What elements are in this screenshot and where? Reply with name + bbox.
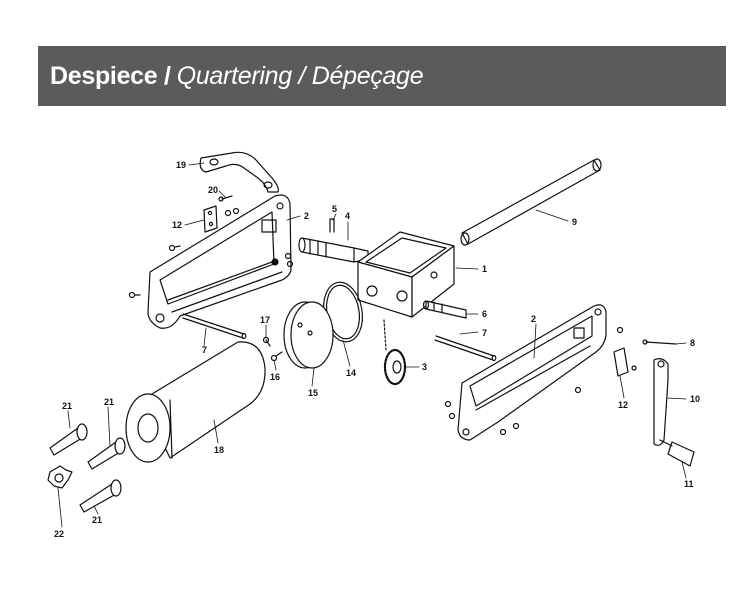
part-4-shaft — [298, 237, 369, 263]
part-8-pin — [642, 339, 677, 345]
label-16: 16 — [270, 372, 280, 382]
part-20-screw — [218, 195, 233, 202]
label-20: 20 — [208, 185, 218, 195]
part-21-nozzle-c — [79, 479, 122, 513]
label-1: 1 — [482, 264, 487, 274]
label-12-left: 12 — [172, 220, 182, 230]
part-5-pin — [329, 218, 335, 233]
part-10-crank — [653, 358, 669, 446]
label-11: 11 — [684, 479, 694, 489]
part-21-nozzle-a — [49, 423, 88, 456]
label-3: 3 — [422, 362, 427, 372]
screws-left — [128, 244, 294, 299]
label-15: 15 — [308, 388, 318, 398]
title-italic: Quartering / Dépeçage — [176, 61, 424, 90]
part-2-side-frame-left — [147, 194, 292, 329]
label-8: 8 — [690, 338, 695, 348]
part-19-handle-bracket — [199, 151, 279, 193]
part-1-gear-box — [357, 231, 455, 318]
part-12-clamp-left — [203, 205, 240, 233]
part-22-nut — [47, 465, 73, 489]
part-11-knob — [659, 439, 695, 467]
part-16-17-screws — [262, 336, 283, 362]
part-21-nozzle-b — [87, 437, 126, 470]
page-title-bar: Despiece / Quartering / Dépeçage — [38, 46, 726, 106]
part-7-rod-right — [434, 335, 497, 362]
part-6-small-shaft — [422, 300, 467, 319]
label-21-c: 21 — [92, 515, 102, 525]
label-10: 10 — [690, 394, 700, 404]
title-bold: Despiece / — [50, 61, 171, 90]
label-21-a: 21 — [62, 401, 72, 411]
label-6: 6 — [482, 309, 487, 319]
label-21-b: 21 — [104, 397, 114, 407]
label-7-right: 7 — [482, 328, 487, 338]
part-15-piston — [283, 301, 334, 369]
leader-lines — [57, 162, 687, 528]
label-12-right: 12 — [618, 400, 628, 410]
part-2-side-frame-right — [444, 304, 624, 441]
part-labels: 1 2 2 3 4 5 6 7 7 8 9 10 11 12 12 14 15 … — [54, 160, 700, 539]
label-22: 22 — [54, 529, 64, 539]
part-7-rod-left — [182, 313, 247, 340]
part-9-long-rod — [460, 158, 602, 246]
label-9: 9 — [572, 217, 577, 227]
part-12-clamp-right — [613, 347, 637, 377]
label-2-right: 2 — [531, 314, 536, 324]
label-18: 18 — [214, 445, 224, 455]
label-5: 5 — [332, 204, 337, 214]
label-19: 19 — [176, 160, 186, 170]
label-17: 17 — [260, 315, 270, 325]
label-2-left: 2 — [304, 211, 309, 221]
label-7-left: 7 — [202, 345, 207, 355]
label-14: 14 — [346, 368, 356, 378]
part-3-gear — [383, 319, 407, 386]
part-18-cylinder — [125, 341, 266, 463]
label-4: 4 — [345, 211, 350, 221]
